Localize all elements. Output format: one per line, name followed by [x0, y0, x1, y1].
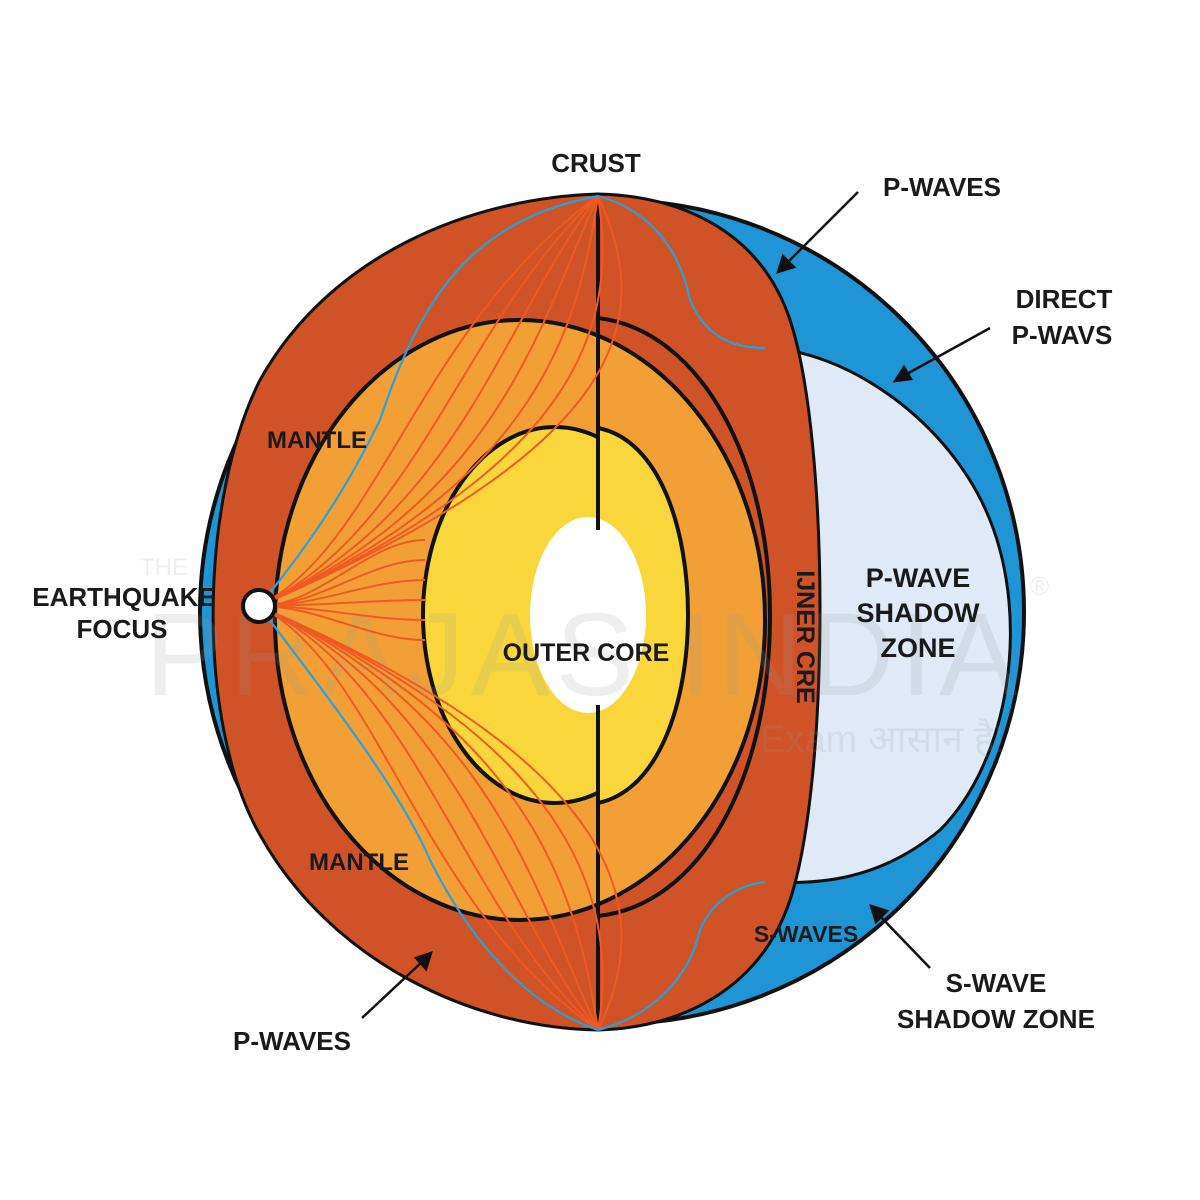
s-wave-ray-lower-left [258, 605, 599, 1032]
s-wave-ray-lower-right [597, 880, 766, 1032]
inner-core-white [530, 517, 646, 713]
arrowhead-s-shadow [869, 904, 890, 925]
p-wave-ray-upper-0 [258, 195, 599, 607]
watermark-brand: PRAJAS INDIA [145, 589, 1024, 721]
label-p-shadow-line3: ZONE [880, 633, 955, 663]
watermark-small: THE [140, 554, 188, 581]
p-wave-ray-upper-5 [258, 195, 604, 607]
p-wave-ray-lower-2 [258, 605, 599, 1031]
label-direct-p-line1: DIRECT [1016, 284, 1113, 314]
p-wave-ray-lower-5 [258, 605, 604, 1031]
watermark: THE PRAJAS INDIA ® Exam आसान है! [140, 554, 1049, 761]
p-wave-ray-upper-4 [258, 195, 599, 607]
label-crust: CRUST [551, 148, 641, 178]
p-wave-ray-upper-1 [258, 195, 599, 607]
p-wave-shadow-zone [763, 346, 1012, 885]
label-s-shadow-line2: SHADOW ZONE [897, 1004, 1095, 1034]
label-inner-core: IJNER CRE [791, 570, 819, 703]
label-s-shadow-line1: S-WAVE [946, 968, 1047, 998]
label-outer-core: OUTER CORE [503, 639, 670, 667]
s-wave-ray-upper-right [597, 194, 766, 350]
label-p-shadow-line1: P-WAVE [866, 563, 971, 593]
arrow-p-waves-top [784, 191, 859, 266]
label-mantle-lower: MANTLE [309, 849, 409, 876]
earthquake-focus-point [241, 588, 277, 624]
label-earthquake-focus-line1: EARTHQUAKE [32, 582, 215, 612]
label-direct-p-line2: P-WAVS [1012, 320, 1113, 350]
arrow-p-waves-bottom [361, 959, 425, 1019]
watermark-tagline: Exam आसान है! [760, 717, 1004, 761]
arrowhead-p-waves-bottom [413, 951, 433, 972]
arrow-s-shadow [877, 913, 931, 969]
p-wave-ray-upper-2 [258, 195, 599, 607]
wave-rays [258, 194, 766, 1032]
label-s-waves: S-WAVES [754, 921, 858, 947]
label-p-shadow-line2: SHADOW [857, 598, 981, 628]
p-wave-ray-lower-4 [258, 605, 599, 1031]
p-wave-ray-lower-6 [258, 605, 623, 1031]
outer-core-right-boundary [597, 316, 773, 918]
arrow-direct-p [904, 326, 991, 377]
p-wave-ray-lower-0 [258, 605, 599, 1031]
arrowhead-direct-p [892, 364, 914, 383]
p-wave-ray-lower-1 [258, 605, 599, 1031]
p-wave-ray-lower-3 [258, 605, 599, 1031]
p-wave-ray-upper-6 [258, 195, 623, 607]
pointer-arrows [361, 191, 991, 1019]
p-wave-ray-upper-3 [258, 195, 599, 607]
s-wave-ray-upper-left [258, 194, 599, 607]
label-p-waves-bottom: P-WAVES [233, 1026, 351, 1056]
watermark-reg: ® [1030, 571, 1049, 601]
label-p-waves-top: P-WAVES [883, 172, 1001, 202]
label-mantle-upper: MANTLE [267, 427, 367, 454]
p-wave-fan-5 [258, 605, 426, 641]
arrowhead-p-waves-top [776, 253, 797, 274]
label-earthquake-focus-line2: FOCUS [77, 614, 168, 644]
